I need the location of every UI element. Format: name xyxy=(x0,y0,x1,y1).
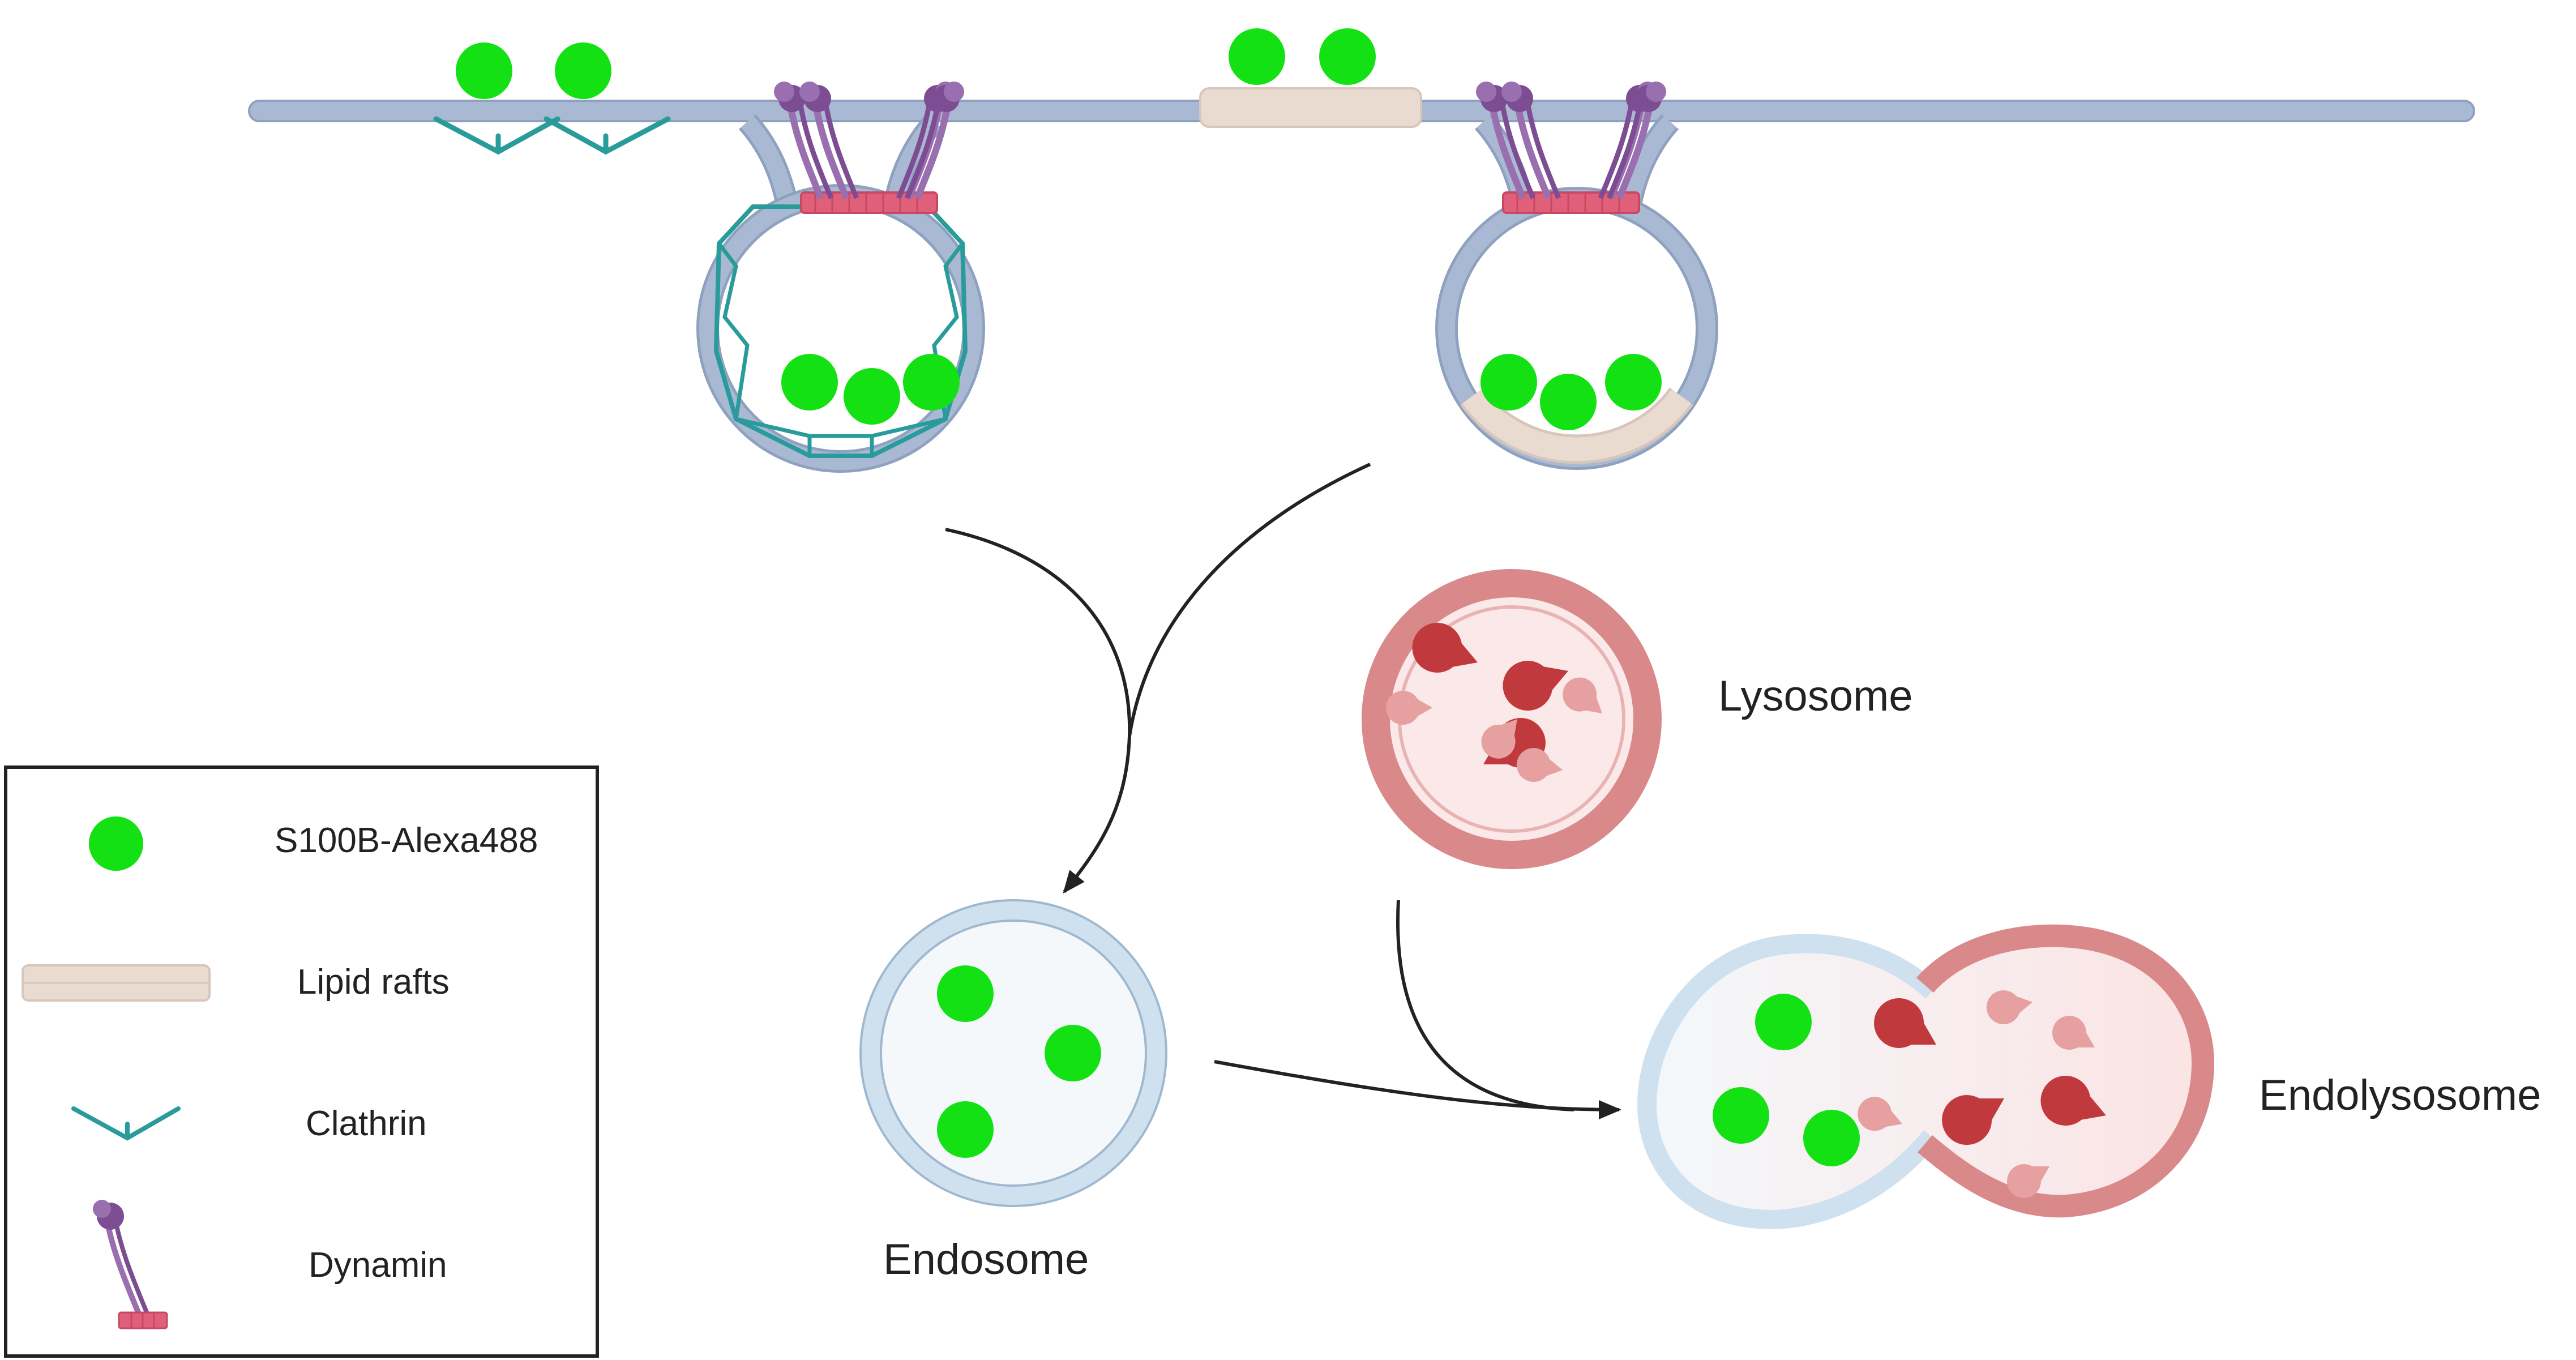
endosome xyxy=(859,899,1167,1207)
membrane-lipid-raft xyxy=(1199,87,1422,128)
legend-label-clathrin: Clathrin xyxy=(306,1104,427,1143)
arrow-clathrin-to-endosome xyxy=(945,528,1132,894)
green-dot-icon xyxy=(89,816,143,871)
legend-label-dynamin: Dynamin xyxy=(309,1246,447,1285)
arrow-endosome-to-endolysosome xyxy=(1214,1060,1621,1119)
lipid-raft-vesicle xyxy=(1435,114,1718,470)
arrow-raft-to-endosome xyxy=(1128,463,1371,737)
legend-label-lipid-rafts: Lipid rafts xyxy=(297,963,450,1002)
surface-s100b-particles xyxy=(456,28,1376,99)
legend-label-s100b: S100B-Alexa488 xyxy=(275,821,538,860)
label-endolysosome: Endolysosome xyxy=(2259,1071,2541,1119)
arrow-lysosome-to-endolysosome xyxy=(1396,900,1574,1111)
legend: S100B-Alexa488 Lipid rafts Clathrin xyxy=(4,765,599,1358)
legend-item-lipid-rafts: Lipid rafts xyxy=(22,963,450,1002)
label-lysosome: Lysosome xyxy=(1718,672,1913,720)
label-endosome: Endosome xyxy=(883,1235,1089,1284)
dynamin-icon xyxy=(93,1200,168,1329)
endolysosome xyxy=(1637,924,2214,1229)
legend-item-clathrin: Clathrin xyxy=(71,1104,427,1143)
arrows xyxy=(945,463,1621,1119)
lysosome xyxy=(1362,569,1662,869)
legend-item-dynamin: Dynamin xyxy=(93,1200,447,1329)
dynamin-left-vesicle xyxy=(774,82,964,198)
legend-item-s100b: S100B-Alexa488 xyxy=(89,816,538,871)
clathrin-icon xyxy=(71,1106,181,1141)
clathrin-coated-vesicle xyxy=(696,114,985,473)
membrane-clathrin xyxy=(433,116,671,155)
